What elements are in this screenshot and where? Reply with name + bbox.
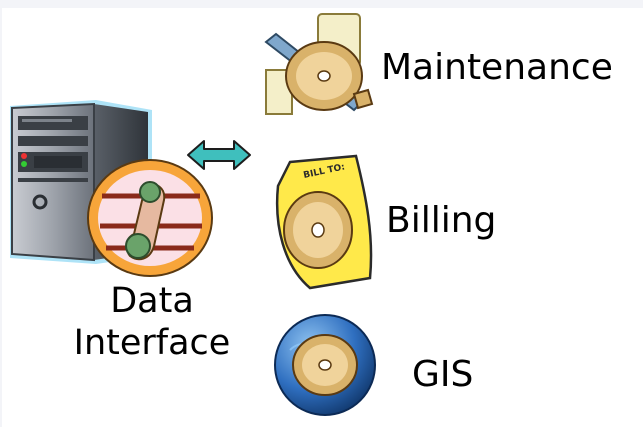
gear-belt-icon bbox=[87, 159, 213, 277]
data-interface-label-line1: Data bbox=[110, 281, 194, 321]
double-arrow-icon bbox=[187, 140, 251, 170]
data-interface-label: Data Interface bbox=[62, 280, 242, 364]
maintenance-cd-tools-icon bbox=[264, 13, 374, 115]
billing-cd-invoice-icon: BILL TO: bbox=[275, 154, 373, 290]
gis-cd-globe-icon bbox=[274, 314, 376, 416]
billing-label: Billing bbox=[386, 200, 497, 241]
maintenance-label: Maintenance bbox=[381, 47, 613, 88]
data-interface-label-line2: Interface bbox=[73, 323, 231, 363]
gis-label: GIS bbox=[412, 354, 474, 395]
